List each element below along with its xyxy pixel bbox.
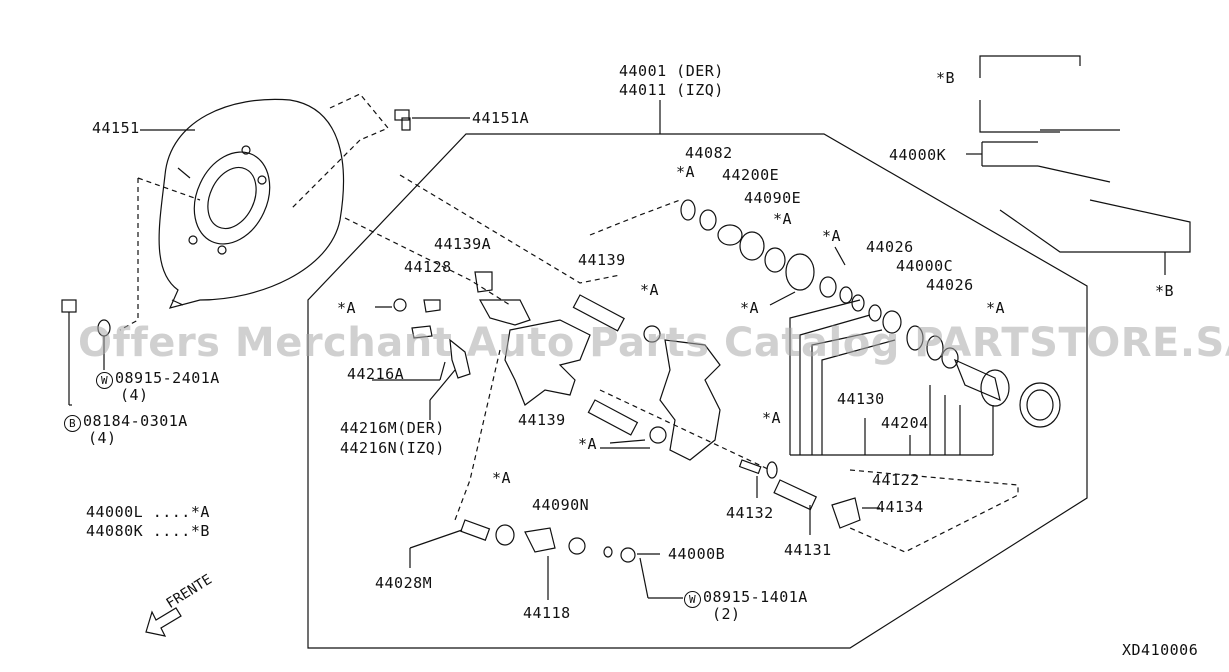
part-number: 08915-1401A: [703, 588, 808, 606]
bolt-w-2401-qty: (4): [120, 386, 149, 404]
marker-a: *A: [762, 409, 782, 427]
label-44204: 44204: [881, 414, 929, 432]
label-44200e: 44200E: [722, 166, 780, 184]
pad-group-outline: [979, 55, 1081, 78]
label-44082: 44082: [685, 144, 733, 162]
label-44151: 44151: [92, 119, 140, 137]
label-44026: 44026: [926, 276, 974, 294]
label-44151a: 44151A: [472, 109, 530, 127]
marker-b: *B: [1155, 282, 1175, 300]
marker-a: *A: [822, 227, 842, 245]
marker-a: *A: [337, 299, 357, 317]
washer-w-symbol: W: [684, 591, 701, 608]
marker-a: *A: [578, 435, 598, 453]
leader-bracket: [789, 299, 994, 456]
label-44128: 44128: [404, 258, 452, 276]
washer-w-symbol: W: [96, 372, 113, 389]
direction-arrow-icon: [145, 607, 182, 637]
watermark: Offers Merchant Auto Parts Catalog PARTS…: [78, 320, 1229, 366]
caliper-assembly-outline: [307, 133, 1088, 649]
label-44001: 44001 (DER): [619, 62, 724, 80]
diagram-code: XD410006: [1122, 641, 1199, 659]
part-number: 08915-2401A: [115, 369, 220, 387]
label-44090n: 44090N: [532, 496, 590, 514]
marker-a: *A: [492, 469, 512, 487]
backing-plate: [158, 98, 345, 309]
label-44011: 44011 (IZQ): [619, 81, 724, 99]
bolt-b-0301-qty: (4): [88, 429, 117, 447]
marker-a: *A: [676, 163, 696, 181]
label-44118: 44118: [523, 604, 571, 622]
label-44132: 44132: [726, 504, 774, 522]
guide-bolts: [393, 271, 531, 379]
label-44216a: 44216A: [347, 365, 405, 383]
label-44134: 44134: [876, 498, 924, 516]
label-44130: 44130: [837, 390, 885, 408]
part-number: 08184-0301A: [83, 412, 188, 430]
label-44131: 44131: [784, 541, 832, 559]
marker-a: *A: [986, 299, 1006, 317]
label-44000b: 44000B: [668, 545, 726, 563]
label-44139: 44139: [518, 411, 566, 429]
bolt-08184: [61, 299, 77, 406]
label-44026: 44026: [866, 238, 914, 256]
label-44000k: 44000K: [889, 146, 947, 164]
label-44216m: 44216M(DER): [340, 419, 445, 437]
label-44000c: 44000C: [896, 257, 954, 275]
marker-a: *A: [640, 281, 660, 299]
bolt-b-symbol: B: [64, 415, 81, 432]
piston-stack: [680, 199, 1061, 428]
label-44139: 44139: [578, 251, 626, 269]
label-44090e: 44090E: [744, 189, 802, 207]
legend-line-1: 44000L ....*A: [86, 503, 210, 521]
bolt-44151a: [394, 109, 470, 131]
label-44028m: 44028M: [375, 574, 433, 592]
marker-a: *A: [740, 299, 760, 317]
bleeder-parts: [460, 459, 861, 563]
bolt-w-1401-qty: (2): [712, 605, 741, 623]
label-44139a: 44139A: [434, 235, 492, 253]
washer-08915: [97, 319, 111, 370]
legend-line-2: 44080K ....*B: [86, 522, 210, 540]
label-44122: 44122: [872, 471, 920, 489]
marker-a: *A: [773, 210, 793, 228]
marker-b: *B: [936, 69, 956, 87]
label-44216n: 44216N(IZQ): [340, 439, 445, 457]
caliper-body: [504, 294, 721, 461]
